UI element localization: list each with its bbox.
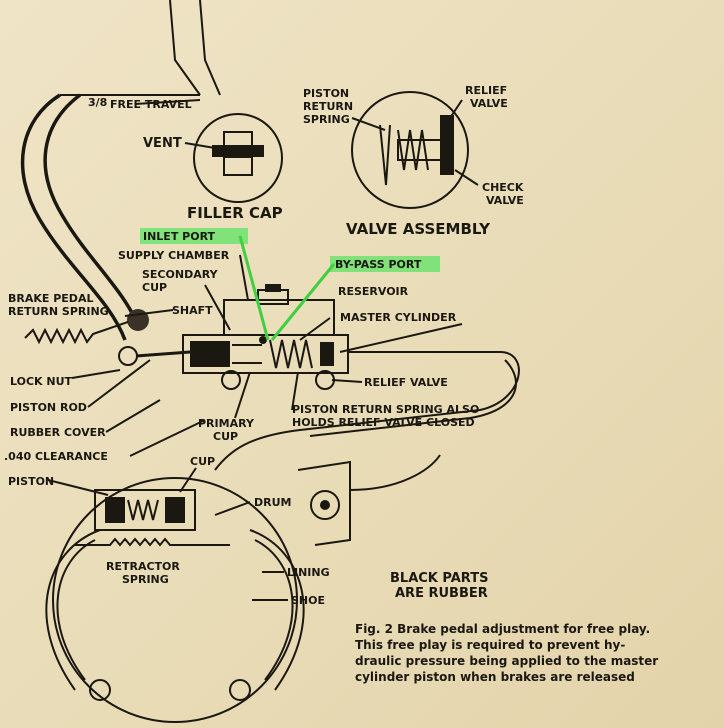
piston-return-spring-also-label-2: HOLDS RELIEF VALVE CLOSED: [292, 416, 475, 429]
hose-fitting: [297, 454, 441, 546]
master-cylinder-body: [182, 284, 349, 390]
rubber-cover-label: RUBBER COVER: [10, 426, 106, 439]
brake-pedal-return-spring-label-1: BRAKE PEDAL: [8, 292, 93, 305]
filler-cap-part: [212, 131, 264, 176]
inlet-port-label: INLET PORT: [143, 230, 216, 243]
piston-rod-label: PISTON ROD: [10, 401, 87, 414]
brake-pedal-arm: [20, 0, 221, 341]
filler-cap-circle: [193, 113, 283, 203]
lining-label: LINING: [287, 566, 330, 579]
shaft-label: SHAFT: [172, 304, 213, 317]
pedal-pivot-eye: [118, 346, 138, 366]
vent-label: VENT: [143, 136, 182, 151]
brake-line: [214, 351, 520, 471]
drum-label: DRUM: [254, 496, 291, 509]
figure-caption: Fig. 2 Brake pedal adjustment for free p…: [355, 621, 717, 685]
piston-rod: [135, 350, 191, 358]
brake-drum: [52, 477, 298, 723]
reservoir-label: RESERVOIR: [338, 285, 409, 298]
valve-assembly-part: [379, 115, 454, 186]
lock-nut-label: LOCK NUT: [10, 375, 73, 388]
valve-assembly-circle: [351, 91, 469, 209]
piston-return-spring-label-3: SPRING: [303, 113, 350, 126]
black-parts-label-2: ARE RUBBER: [395, 586, 488, 601]
inlet-port-leader: [238, 235, 270, 341]
retractor-spring-label-1: RETRACTOR: [106, 560, 180, 573]
piston-label: PISTON: [8, 475, 54, 488]
caption-line-1: Fig. 2 Brake pedal adjustment for free p…: [355, 622, 651, 636]
secondary-cup-label-2: CUP: [142, 281, 167, 294]
check-valve-label-1: CHECK: [482, 181, 524, 194]
master-cylinder-label: MASTER CYLINDER: [340, 311, 457, 324]
relief-valve-label: RELIEF VALVE: [364, 376, 448, 389]
brake-shoe: [56, 539, 294, 681]
retractor-spring-label-2: SPRING: [122, 573, 169, 586]
brake-pedal-return-spring-label-2: RETURN SPRING: [8, 305, 109, 318]
shaft-circle: [127, 309, 149, 331]
clearance-label: .040 CLEARANCE: [4, 450, 108, 463]
black-parts-label-1: BLACK PARTS: [390, 571, 488, 586]
supply-chamber-label: SUPPLY CHAMBER: [118, 249, 230, 262]
inlet-port-highlight: [140, 228, 248, 244]
piston-return-spring-label-1: PISTON: [303, 87, 349, 100]
relief-valve-top-label-1: RELIEF: [465, 84, 507, 97]
primary-cup-label-2: CUP: [213, 430, 238, 443]
filler-cap-label: FILLER CAP: [187, 204, 283, 222]
shoe-anchor-right: [229, 679, 251, 701]
piston-return-spring-also-label-1: PISTON RETURN SPRING ALSO: [292, 403, 479, 416]
caption-line-3: draulic pressure being applied to the ma…: [355, 654, 659, 668]
retractor-spring: [75, 537, 230, 547]
leader-lines: [47, 99, 479, 601]
relief-valve-top-label-2: VALVE: [470, 97, 508, 110]
valve-assembly-label: VALVE ASSEMBLY: [346, 220, 491, 238]
shoe-anchor-left: [89, 679, 111, 701]
brake-line-outer: [309, 359, 517, 437]
caption-line-4: cylinder piston when brakes are released: [355, 670, 635, 684]
by-pass-port-leader: [270, 263, 336, 341]
piston-return-spring-label-2: RETURN: [303, 100, 353, 113]
free-travel-label: FREE TRAVEL: [110, 98, 192, 111]
cup-label: CUP: [190, 455, 215, 468]
shoe-label: SHOE: [291, 594, 325, 607]
free-travel-fraction: 3/8: [88, 96, 107, 109]
by-pass-port-label: BY-PASS PORT: [335, 258, 422, 271]
pedal-return-spring: [24, 321, 129, 345]
brake-lining: [45, 529, 305, 691]
by-pass-port-highlight: [330, 256, 440, 272]
check-valve-label-2: VALVE: [486, 194, 524, 207]
wheel-cylinder: [94, 489, 196, 531]
caption-line-2: This free play is required to prevent hy…: [355, 638, 626, 652]
primary-cup-label-1: PRIMARY: [198, 417, 255, 430]
secondary-cup-label-1: SECONDARY: [142, 268, 219, 281]
